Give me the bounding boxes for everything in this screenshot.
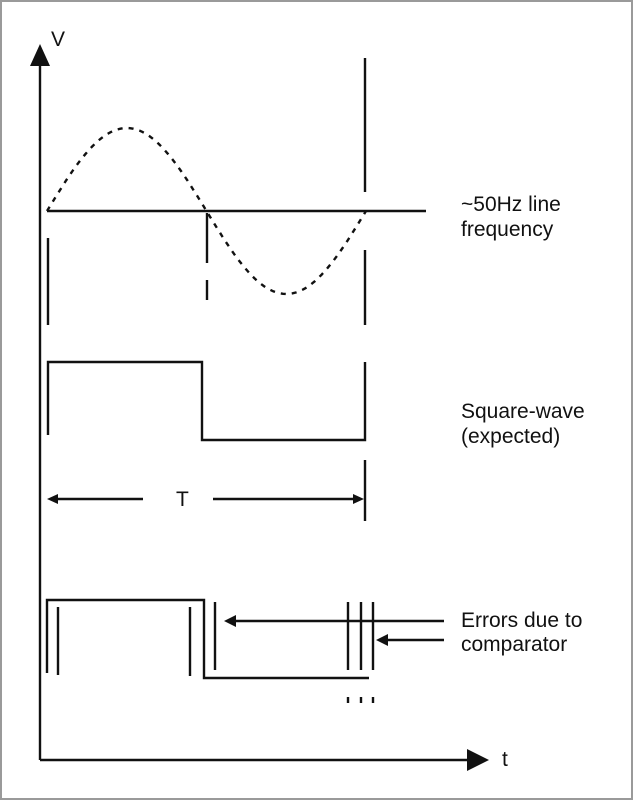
x-axis-arrow-icon (467, 749, 489, 771)
sine-label-line1: ~50Hz line (461, 193, 561, 216)
sine-label-line2: frequency (461, 218, 554, 241)
arrow-right-icon (353, 494, 364, 504)
actual-square-wave (45, 598, 369, 680)
errors-label-line2: comparator (461, 633, 567, 656)
expected-square-wave (46, 360, 367, 442)
x-axis-label: t (502, 748, 508, 771)
ellipsis-marks (346, 697, 375, 703)
sine-wave (45, 126, 368, 296)
square-label-line2: (expected) (461, 425, 560, 448)
arrow-left-icon (47, 494, 58, 504)
errors-label-line1: Errors due to (461, 609, 582, 632)
arrow-left-icon (376, 634, 388, 646)
period-label: T (176, 488, 189, 511)
square-label-line1: Square-wave (461, 400, 585, 423)
y-axis-label: V (51, 28, 65, 51)
arrow-left-icon (224, 615, 236, 627)
y-axis-arrow-icon (30, 44, 50, 66)
